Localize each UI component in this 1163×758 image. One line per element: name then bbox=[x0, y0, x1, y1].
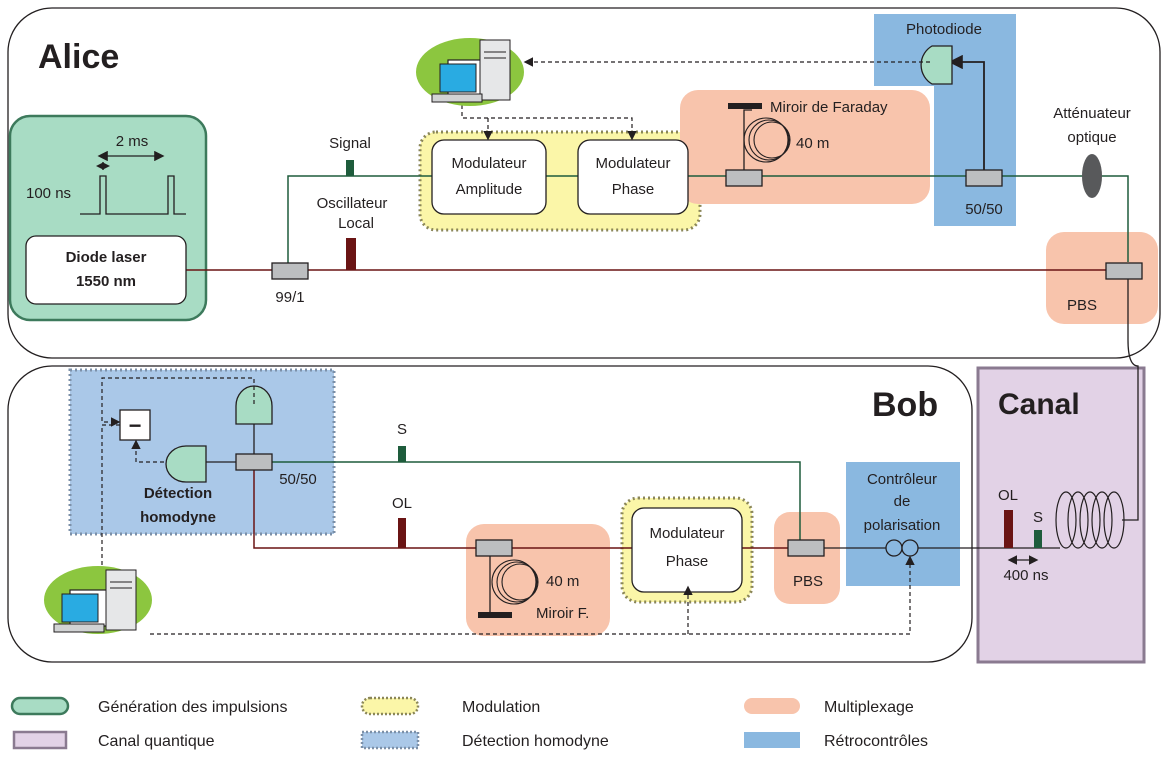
laser-label-2: 1550 nm bbox=[76, 273, 136, 290]
polarisation-paddle-2 bbox=[901, 539, 919, 557]
photodiode-label: Photodiode bbox=[906, 21, 982, 38]
signal-label: Signal bbox=[329, 135, 371, 152]
alice-frame bbox=[7, 7, 1161, 359]
bob-pbs-label: PBS bbox=[793, 573, 823, 590]
alice-fiber-length: 40 m bbox=[796, 135, 829, 152]
bob-s-pulse bbox=[398, 446, 406, 462]
splitter-label: 99/1 bbox=[275, 289, 304, 306]
canal-s-pulse bbox=[1034, 530, 1042, 548]
canal-ol-label: OL bbox=[998, 487, 1018, 504]
pulse-width-label: 100 ns bbox=[26, 185, 71, 202]
legend-swatch-homodyne bbox=[360, 730, 420, 750]
attenuator-label-1: Atténuateur bbox=[1053, 105, 1131, 122]
bob-mod-phase-label-1: Modulateur bbox=[649, 525, 724, 542]
legend-swatch-multiplexage bbox=[744, 698, 800, 714]
alice-mod-amp-box bbox=[431, 139, 547, 215]
alice-mod-amp-label-1: Modulateur bbox=[451, 155, 526, 172]
bob-pbs-region bbox=[774, 512, 840, 604]
ctrl-label-3: polarisation bbox=[864, 517, 941, 534]
bob-top-photodiode-icon bbox=[235, 385, 273, 425]
alice-computer-icon bbox=[416, 38, 524, 106]
polarisation-controller-region bbox=[846, 462, 960, 586]
legend-retro: Rétrocontrôles bbox=[824, 733, 928, 750]
oscillateur-label-2: Local bbox=[338, 215, 374, 232]
bob-faraday-mirror bbox=[478, 612, 512, 618]
subtractor-box bbox=[119, 409, 151, 441]
alice-faraday-coupler bbox=[725, 169, 763, 187]
alice-signal-pulse bbox=[346, 160, 354, 176]
bob-s-label: S bbox=[397, 421, 407, 438]
minus-sign: − bbox=[129, 413, 142, 438]
alice-mod-phase-label-2: Phase bbox=[612, 181, 655, 198]
period-label: 2 ms bbox=[116, 133, 149, 150]
bob-coupler-label: 50/50 bbox=[279, 471, 317, 488]
legend: Génération des impulsions Modulation Mul… bbox=[10, 696, 928, 750]
legend-swatch-canal bbox=[12, 730, 68, 750]
channel-fiber-coil bbox=[1055, 491, 1125, 549]
laser-box bbox=[25, 235, 187, 305]
legend-swatch-generation bbox=[10, 696, 70, 716]
control-lines bbox=[97, 57, 930, 635]
canal-ol-pulse bbox=[1004, 510, 1013, 548]
alice-coupler-label: 50/50 bbox=[965, 201, 1003, 218]
bob-mirror-label: Miroir F. bbox=[536, 605, 589, 622]
bob-faraday-coupler bbox=[475, 539, 513, 557]
legend-swatch-retro bbox=[744, 732, 800, 748]
faraday-label: Miroir de Faraday bbox=[770, 99, 888, 116]
ctrl-label-1: Contrôleur bbox=[867, 471, 937, 488]
oscillateur-label-1: Oscillateur bbox=[317, 195, 388, 212]
bob-mod-phase-box bbox=[631, 507, 743, 593]
alice-50-50-coupler bbox=[965, 169, 1003, 187]
laser-label-1: Diode laser bbox=[66, 249, 147, 266]
alice-99-1-coupler bbox=[271, 262, 309, 280]
legend-canal: Canal quantique bbox=[98, 733, 215, 750]
legend-generation: Génération des impulsions bbox=[98, 699, 287, 716]
detection-label-2: homodyne bbox=[140, 509, 216, 526]
alice-mod-phase-box bbox=[577, 139, 689, 215]
bob-ol-pulse bbox=[398, 518, 406, 548]
alice-mod-amp-label-2: Amplitude bbox=[456, 181, 523, 198]
attenuator-label-2: optique bbox=[1067, 129, 1116, 146]
pulse-train bbox=[80, 175, 186, 215]
alice-title: Alice bbox=[38, 38, 119, 76]
canal-s-label: S bbox=[1033, 509, 1043, 526]
bob-left-photodiode-icon bbox=[165, 445, 207, 483]
bob-fiber-coil bbox=[491, 559, 539, 605]
bob-computer-icon bbox=[44, 566, 152, 634]
canal-delay-label: 400 ns bbox=[1003, 567, 1048, 584]
bob-ol-label: OL bbox=[392, 495, 412, 512]
bob-s-line bbox=[254, 461, 801, 542]
alice-fiber-coil bbox=[743, 117, 791, 163]
bob-mod-phase-label-2: Phase bbox=[666, 553, 709, 570]
alice-pbs bbox=[1105, 262, 1143, 280]
alice-faraday-stub bbox=[743, 109, 752, 176]
bob-title: Bob bbox=[872, 386, 938, 424]
polarisation-paddle-1 bbox=[885, 539, 903, 557]
bob-50-50-coupler bbox=[235, 453, 273, 471]
ctrl-label-2: de bbox=[894, 493, 911, 510]
alice-signal-line bbox=[287, 175, 1129, 270]
legend-modulation: Modulation bbox=[462, 699, 540, 716]
bob-pbs bbox=[787, 539, 825, 557]
alice-ol-pulse bbox=[346, 238, 356, 270]
legend-swatch-modulation bbox=[360, 696, 420, 716]
alice-faraday-mirror bbox=[728, 103, 762, 109]
bob-frame bbox=[7, 365, 973, 663]
attenuator-icon bbox=[1082, 154, 1102, 198]
alice-photodiode-icon bbox=[920, 45, 953, 85]
channel-fiber bbox=[1122, 278, 1139, 521]
canal-title: Canal bbox=[998, 388, 1080, 421]
photodiode-feed-line bbox=[948, 54, 985, 170]
legend-multiplexage: Multiplexage bbox=[824, 699, 914, 716]
bob-fiber-length: 40 m bbox=[546, 573, 579, 590]
legend-homodyne: Détection homodyne bbox=[462, 733, 609, 750]
alice-mod-phase-label-1: Modulateur bbox=[595, 155, 670, 172]
alice-pbs-label: PBS bbox=[1067, 297, 1097, 314]
alice-pbs-region bbox=[1046, 232, 1158, 324]
detection-label-1: Détection bbox=[144, 485, 212, 502]
